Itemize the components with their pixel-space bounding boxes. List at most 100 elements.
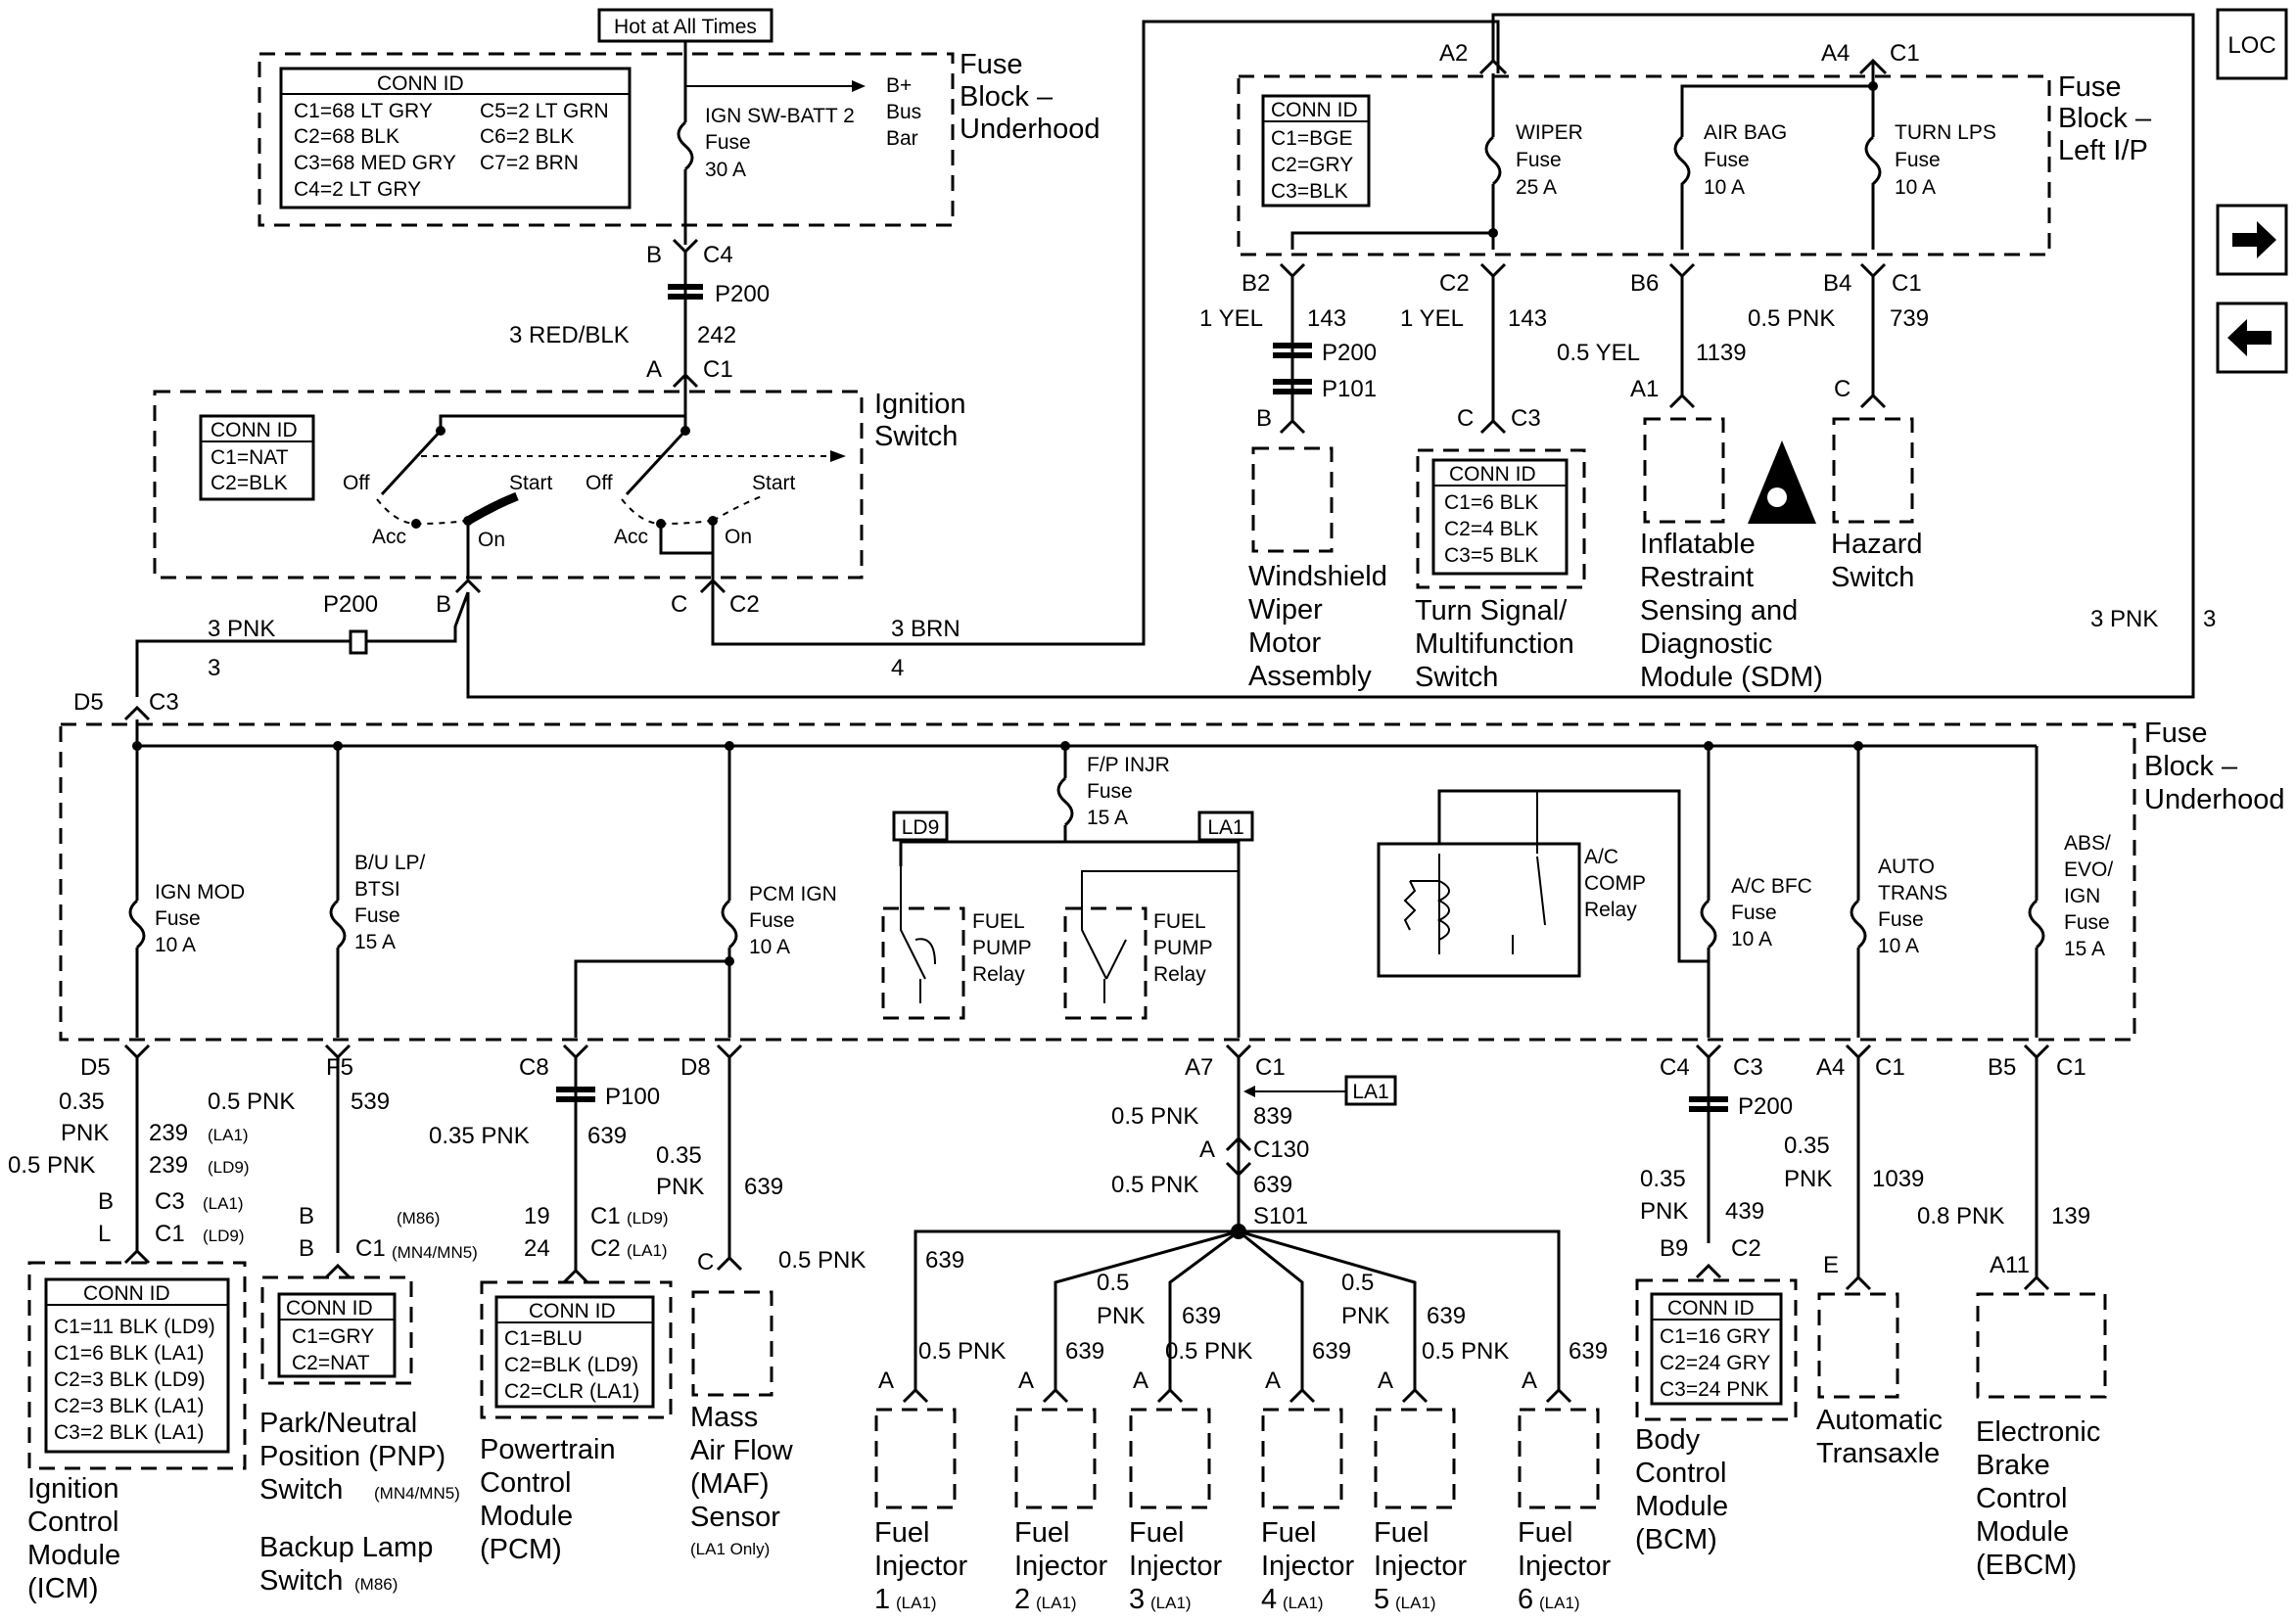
svg-text:TRANS: TRANS [1878,882,1947,904]
injector-circuit-num: 639 [1312,1338,1351,1365]
hazard-label: Hazard Switch [1831,529,1923,593]
svg-text:A/C BFC: A/C BFC [1731,875,1812,898]
loc-label: LOC [2227,32,2275,59]
svg-text:CONN ID: CONN ID [286,1297,373,1320]
turn-signal-switch-box [1416,448,1586,589]
svg-text:C1=NAT: C1=NAT [211,446,289,469]
svg-text:Backup Lamp: Backup Lamp [259,1532,433,1563]
svg-text:CONN ID: CONN ID [211,419,298,441]
svg-text:(MN4/MN5): (MN4/MN5) [374,1484,460,1503]
ign-mod-fuse-icon [128,899,146,950]
svg-text:C2=24 GRY: C2=24 GRY [1660,1352,1770,1374]
pcm-19: 19 [524,1203,550,1229]
svg-text:Position (PNP): Position (PNP) [259,1441,445,1472]
svg-text:BTSI: BTSI [354,878,400,901]
pcm-24: 24 [524,1235,550,1262]
back-button[interactable] [2216,301,2288,374]
injector-name: Fuel [1374,1517,1429,1549]
svg-text:C6=2 BLK: C6=2 BLK [480,125,574,148]
svg-text:Module: Module [480,1501,573,1532]
splice-p200-icon [668,294,703,300]
injector-name: Injector [1014,1551,1107,1582]
svg-text:Fuse: Fuse [749,909,795,932]
airbag-fuse-icon [1673,135,1691,250]
svg-text:C1=BLU: C1=BLU [504,1327,583,1350]
svg-text:Wiper: Wiper [1248,594,1323,626]
arrow-left-icon [2227,319,2272,356]
wire-3brn-label: 3 BRN [891,616,961,642]
injector-index: 1 [874,1584,890,1615]
svg-text:Switch: Switch [874,421,958,452]
pcm-c8: C8 [519,1054,549,1081]
svg-text:15 A: 15 A [354,931,396,953]
pcm-t1: (LD9) [627,1209,669,1228]
pcm-c1: C1 [590,1203,621,1229]
svg-text:Fuse: Fuse [1704,149,1750,171]
inj-c130: C130 [1253,1136,1309,1163]
svg-text:(LA1 Only): (LA1 Only) [690,1540,770,1558]
svg-text:Block –: Block – [2058,103,2152,134]
svg-text:CONN ID: CONN ID [529,1300,616,1322]
injector-tag: (LA1) [1150,1594,1192,1612]
trans-name: Automatic Transaxle [1816,1405,1943,1469]
conn-id-left-text: CONN ID C1=BGE C2=GRY C3=BLK [1271,99,1358,203]
pin-b-ign: B [436,591,451,618]
fuel-injector-box [1261,1408,1343,1509]
svg-text:C1=68 LT GRY: C1=68 LT GRY [294,100,433,122]
ebcm-box [1976,1292,2107,1399]
svg-text:Ignition: Ignition [874,389,966,420]
svg-text:30 A: 30 A [705,159,746,181]
fuse-icon [677,120,694,171]
svg-text:A/C: A/C [1584,846,1618,868]
svg-text:AUTO: AUTO [1878,856,1935,878]
forward-button[interactable] [2216,204,2288,276]
pnp-b2: B [299,1235,314,1262]
injector-wire-color: 0.5 PNK [778,1247,866,1274]
fuel-pump-relay-la1 [1063,906,1148,1020]
pcm-name: Powertrain Control Module (PCM) [480,1434,616,1565]
pin-c-ign: C [671,591,687,618]
svg-text:15 A: 15 A [1087,807,1128,829]
inj-num: 839 [1253,1103,1292,1130]
injector-name: Fuel [1261,1517,1316,1549]
injector-wire-color: 0.5 PNK [1422,1338,1509,1365]
ebcm-c1: C1 [2056,1054,2086,1081]
d5-label: D5 [73,689,104,716]
conn-id-fb-top-text: CONN ID C1=68 LT GRY C2=68 BLK C3=68 MED… [294,72,609,201]
inline-connector-p200-icon [349,629,368,655]
icm-w1: 0.35 [59,1089,105,1115]
icm-t2: (LD9) [208,1158,250,1177]
conn-id-ign-text: CONN ID C1=NAT C2=BLK [211,419,298,494]
auto-trans-fuse-label: AUTO TRANS Fuse 10 A [1878,856,1947,957]
pnp-name: Park/Neutral Position (PNP) Switch (MN4/… [259,1408,460,1597]
pcm-c2: C2 [590,1235,621,1262]
inj-wire: 0.5 PNK [1111,1103,1198,1130]
svg-text:CONN ID: CONN ID [83,1282,170,1305]
svg-text:Switch: Switch [259,1565,343,1597]
wiper-fuse-label: WIPER Fuse 25 A [1516,121,1583,199]
trans-a4: A4 [1816,1054,1845,1081]
injector-name: Fuel [1518,1517,1572,1549]
svg-text:Hazard: Hazard [1831,529,1923,560]
injector-circuit-num: 639 [1182,1303,1221,1329]
svg-text:C2=BLK (LD9): C2=BLK (LD9) [504,1354,638,1376]
icm-t3: (LA1) [203,1194,244,1213]
svg-text:CONN ID: CONN ID [1667,1297,1755,1320]
injector-circuit-num: 639 [1427,1303,1466,1329]
svg-text:FUEL: FUEL [972,910,1025,933]
maf-w: 0.35 [656,1142,702,1169]
injector-wire-color: PNK [1097,1303,1145,1329]
fuse-block-left-ip [1237,74,2051,256]
svg-text:Switch: Switch [1831,562,1914,593]
svg-text:C2=BLK: C2=BLK [211,472,288,494]
wire-3-num: 3 [208,655,220,681]
ignition-switch-title: Ignition Switch [874,389,966,452]
bcm-c4: C4 [1660,1054,1690,1081]
fuel-pump-relay-ld9 [881,906,965,1020]
